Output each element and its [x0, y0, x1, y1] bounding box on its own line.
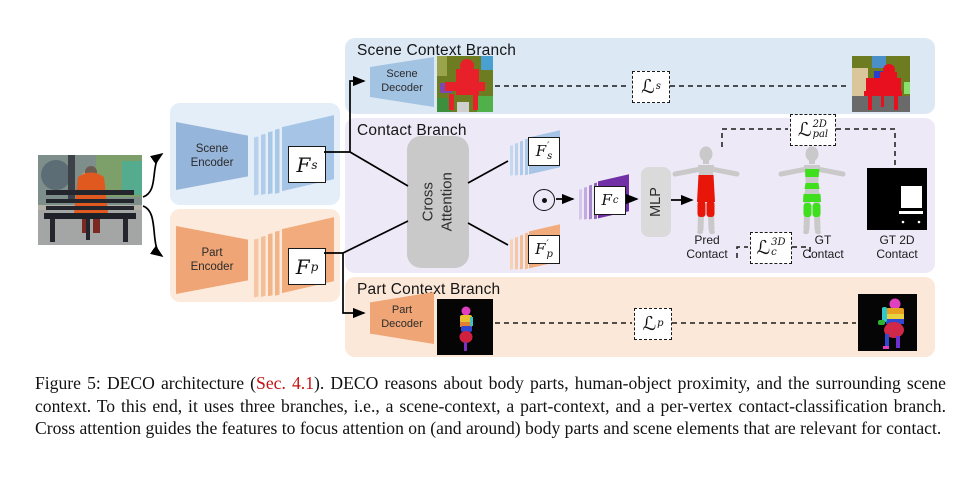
- dot-product-icon: [533, 189, 555, 211]
- scene-branch-title: Scene Context Branch: [357, 42, 517, 59]
- scene-decoder-trapezoid: Scene Decoder: [370, 57, 434, 107]
- fs-prime-label: F′s: [528, 137, 560, 166]
- part-branch-title: Part Context Branch: [357, 281, 501, 298]
- pred-contact-label: Pred Contact: [686, 233, 728, 262]
- pred-part-segmentation: [437, 299, 493, 355]
- contact-branch-title: Contact Branch: [357, 122, 467, 139]
- cross-attention-label: Cross Attention: [419, 172, 455, 232]
- figure-caption: Figure 5: DECO architecture (Sec. 4.1). …: [35, 372, 946, 440]
- gt-2d-contact-label: GT 2D Contact: [876, 233, 918, 262]
- gt-contact-body: [777, 145, 847, 237]
- mlp-box: MLP: [641, 167, 671, 237]
- part-encoder-trapezoid: Part Encoder: [176, 226, 248, 294]
- pred-contact-body: [671, 145, 741, 237]
- gt-part-segmentation: [858, 294, 917, 351]
- cross-attention-box: Cross Attention: [407, 136, 469, 268]
- pred-scene-segmentation: [437, 56, 493, 112]
- caption-text-before: Figure 5: DECO architecture (: [35, 373, 257, 393]
- gt-contact-label: GT Contact: [802, 233, 844, 262]
- caption-text-after: ). DECO reasons about body parts, human-…: [35, 373, 946, 439]
- caption-section-link[interactable]: Sec. 4.1: [256, 373, 315, 393]
- gt-scene-segmentation: [852, 56, 910, 112]
- fp-prime-label: F′p: [528, 235, 560, 264]
- gt-2d-contact-image: [867, 168, 927, 230]
- input-photo: [38, 155, 142, 245]
- mlp-label: MLP: [647, 187, 664, 217]
